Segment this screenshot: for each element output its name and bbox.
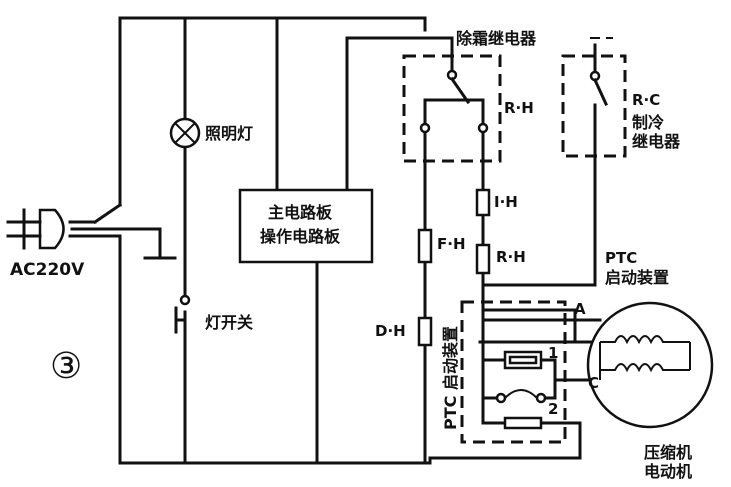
rh-relay-label: R·H xyxy=(504,99,534,117)
ptc-starter xyxy=(460,300,567,444)
ih-label: I·H xyxy=(494,193,518,211)
lamp-icon xyxy=(169,117,201,149)
motor-label-1: 压缩机 xyxy=(644,443,692,462)
fh-heater xyxy=(417,228,433,264)
defrost-relay xyxy=(402,54,502,163)
ptc-side-label: PTC 启动装置 xyxy=(441,326,460,430)
cooling-relay-label-2: 继电器 xyxy=(632,132,681,151)
motor-label-2: 电动机 xyxy=(644,462,692,481)
ih-heater xyxy=(475,188,491,217)
node-1-label: 1 xyxy=(548,344,558,362)
dh-label: D·H xyxy=(375,322,406,340)
cooling-relay xyxy=(561,54,627,158)
board-label-1: 主电路板 xyxy=(268,203,333,222)
board-label-2: 操作电路板 xyxy=(260,227,341,246)
node-2-label: 2 xyxy=(548,400,558,418)
main-board-box xyxy=(238,188,374,264)
figure-number: ③ xyxy=(50,346,82,387)
lamp-label: 照明灯 xyxy=(205,124,253,143)
node-c-label: C xyxy=(588,374,599,392)
wiring xyxy=(68,16,613,465)
rc-label: R·C xyxy=(632,91,660,109)
dh-heater xyxy=(417,316,433,347)
rh-heater xyxy=(475,243,491,275)
lamp-switch-icon xyxy=(174,294,191,337)
lamp-switch-label: 灯开关 xyxy=(205,313,253,332)
ptc-top-label-2: 启动装置 xyxy=(605,268,669,287)
ptc-top-label-1: PTC xyxy=(605,249,637,267)
power-label: AC220V xyxy=(10,260,85,280)
power-plug-icon xyxy=(6,208,65,250)
cooling-relay-label-1: 制冷 xyxy=(632,113,664,132)
defrost-relay-label: 除霜继电器 xyxy=(456,29,537,48)
compressor-motor xyxy=(586,301,714,429)
fh-label: F·H xyxy=(437,235,466,253)
node-a-label: A xyxy=(574,300,586,318)
rh-heater-label: R·H xyxy=(496,248,526,266)
